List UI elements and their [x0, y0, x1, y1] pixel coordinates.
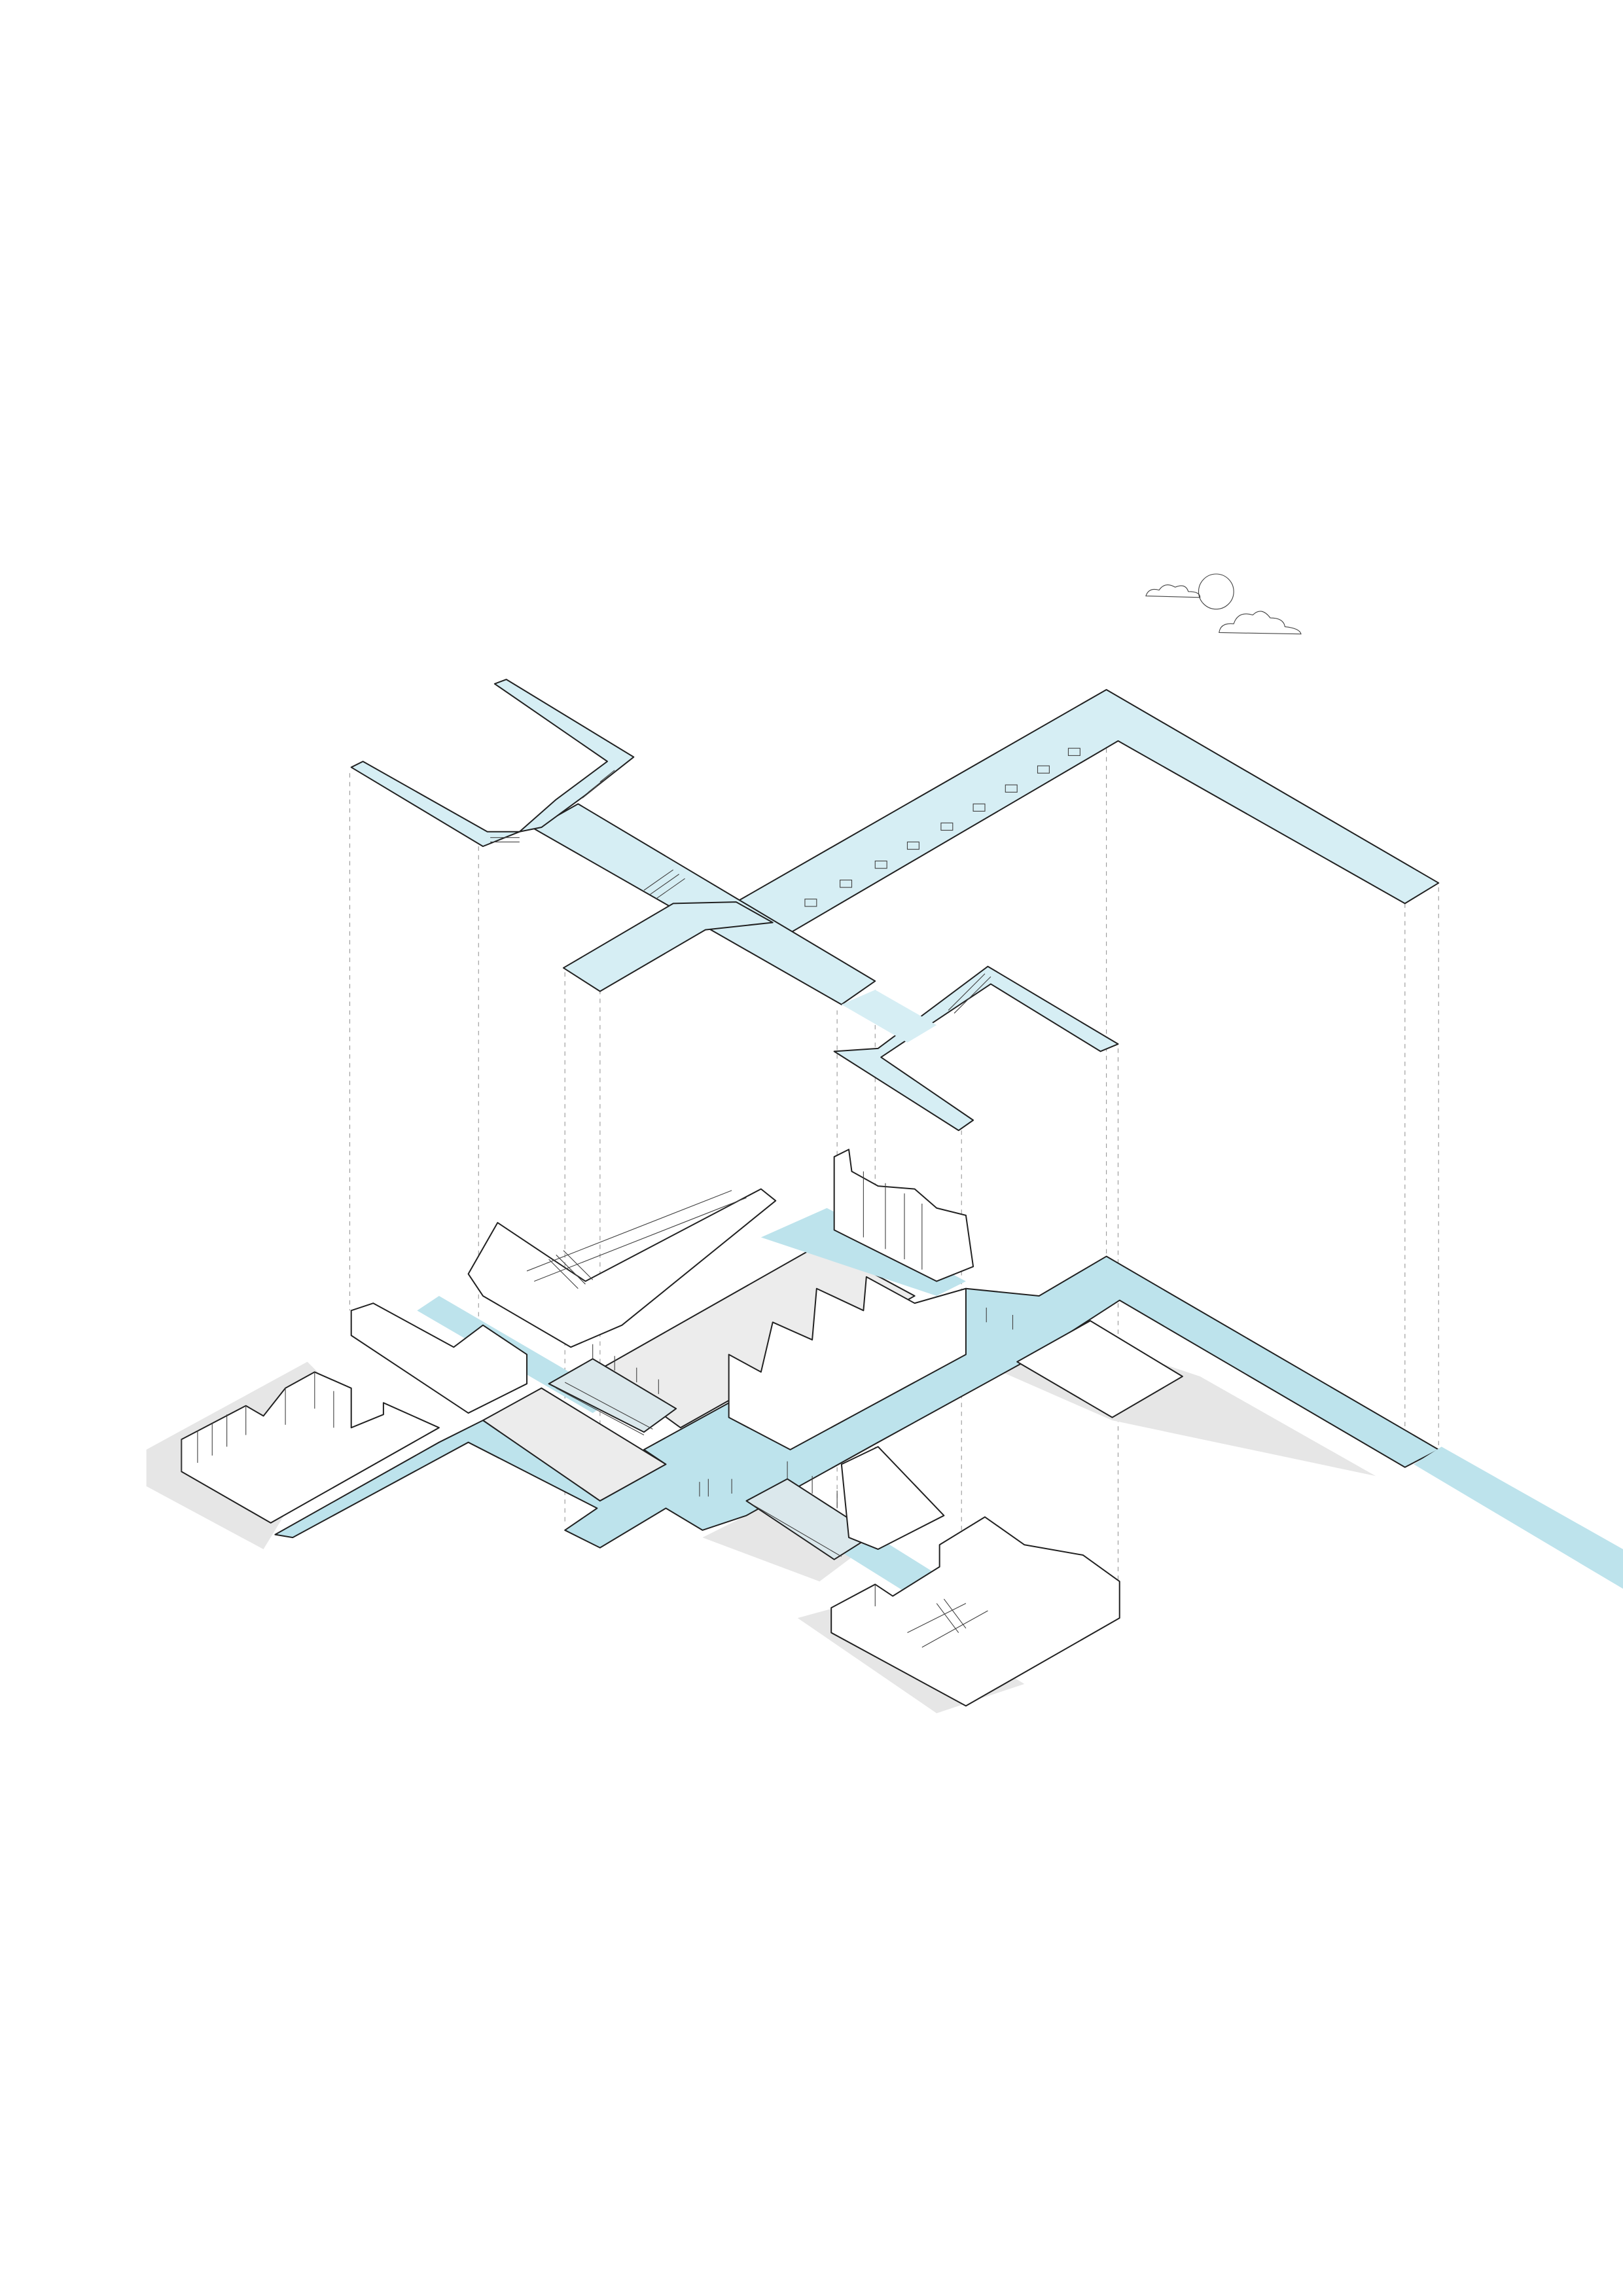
- south-block: [830, 1516, 1120, 1707]
- north-terrace: [467, 1188, 777, 1348]
- north-gallery-walls: [833, 1149, 974, 1282]
- south-court: [840, 1446, 945, 1551]
- path-north: [760, 1208, 966, 1296]
- cloud-icon: [1145, 584, 1201, 598]
- link-strip: [841, 990, 937, 1043]
- u-walkway-left-arm: [350, 761, 520, 848]
- mid-walkway: [833, 965, 1119, 1132]
- skylight-row: [804, 747, 1080, 907]
- sun-icon: [1198, 573, 1234, 610]
- plaza-east: [1016, 1319, 1183, 1418]
- cross-walkway-north: [562, 901, 774, 992]
- sky-decoration: [1145, 573, 1302, 635]
- upper-details: [490, 747, 1080, 1014]
- north-west-building: [350, 1302, 528, 1414]
- bridge-north: [548, 1358, 677, 1433]
- upper-level: [350, 679, 1440, 1132]
- cloud-icon: [1219, 611, 1302, 635]
- people-figures: [699, 1307, 1014, 1497]
- l-shaped-walkway: [735, 689, 1440, 934]
- central-gallery: [728, 1276, 967, 1450]
- buildings: [181, 1149, 1120, 1707]
- u-walkway-right-arm: [493, 679, 635, 833]
- extended-path: [1414, 1446, 1623, 1589]
